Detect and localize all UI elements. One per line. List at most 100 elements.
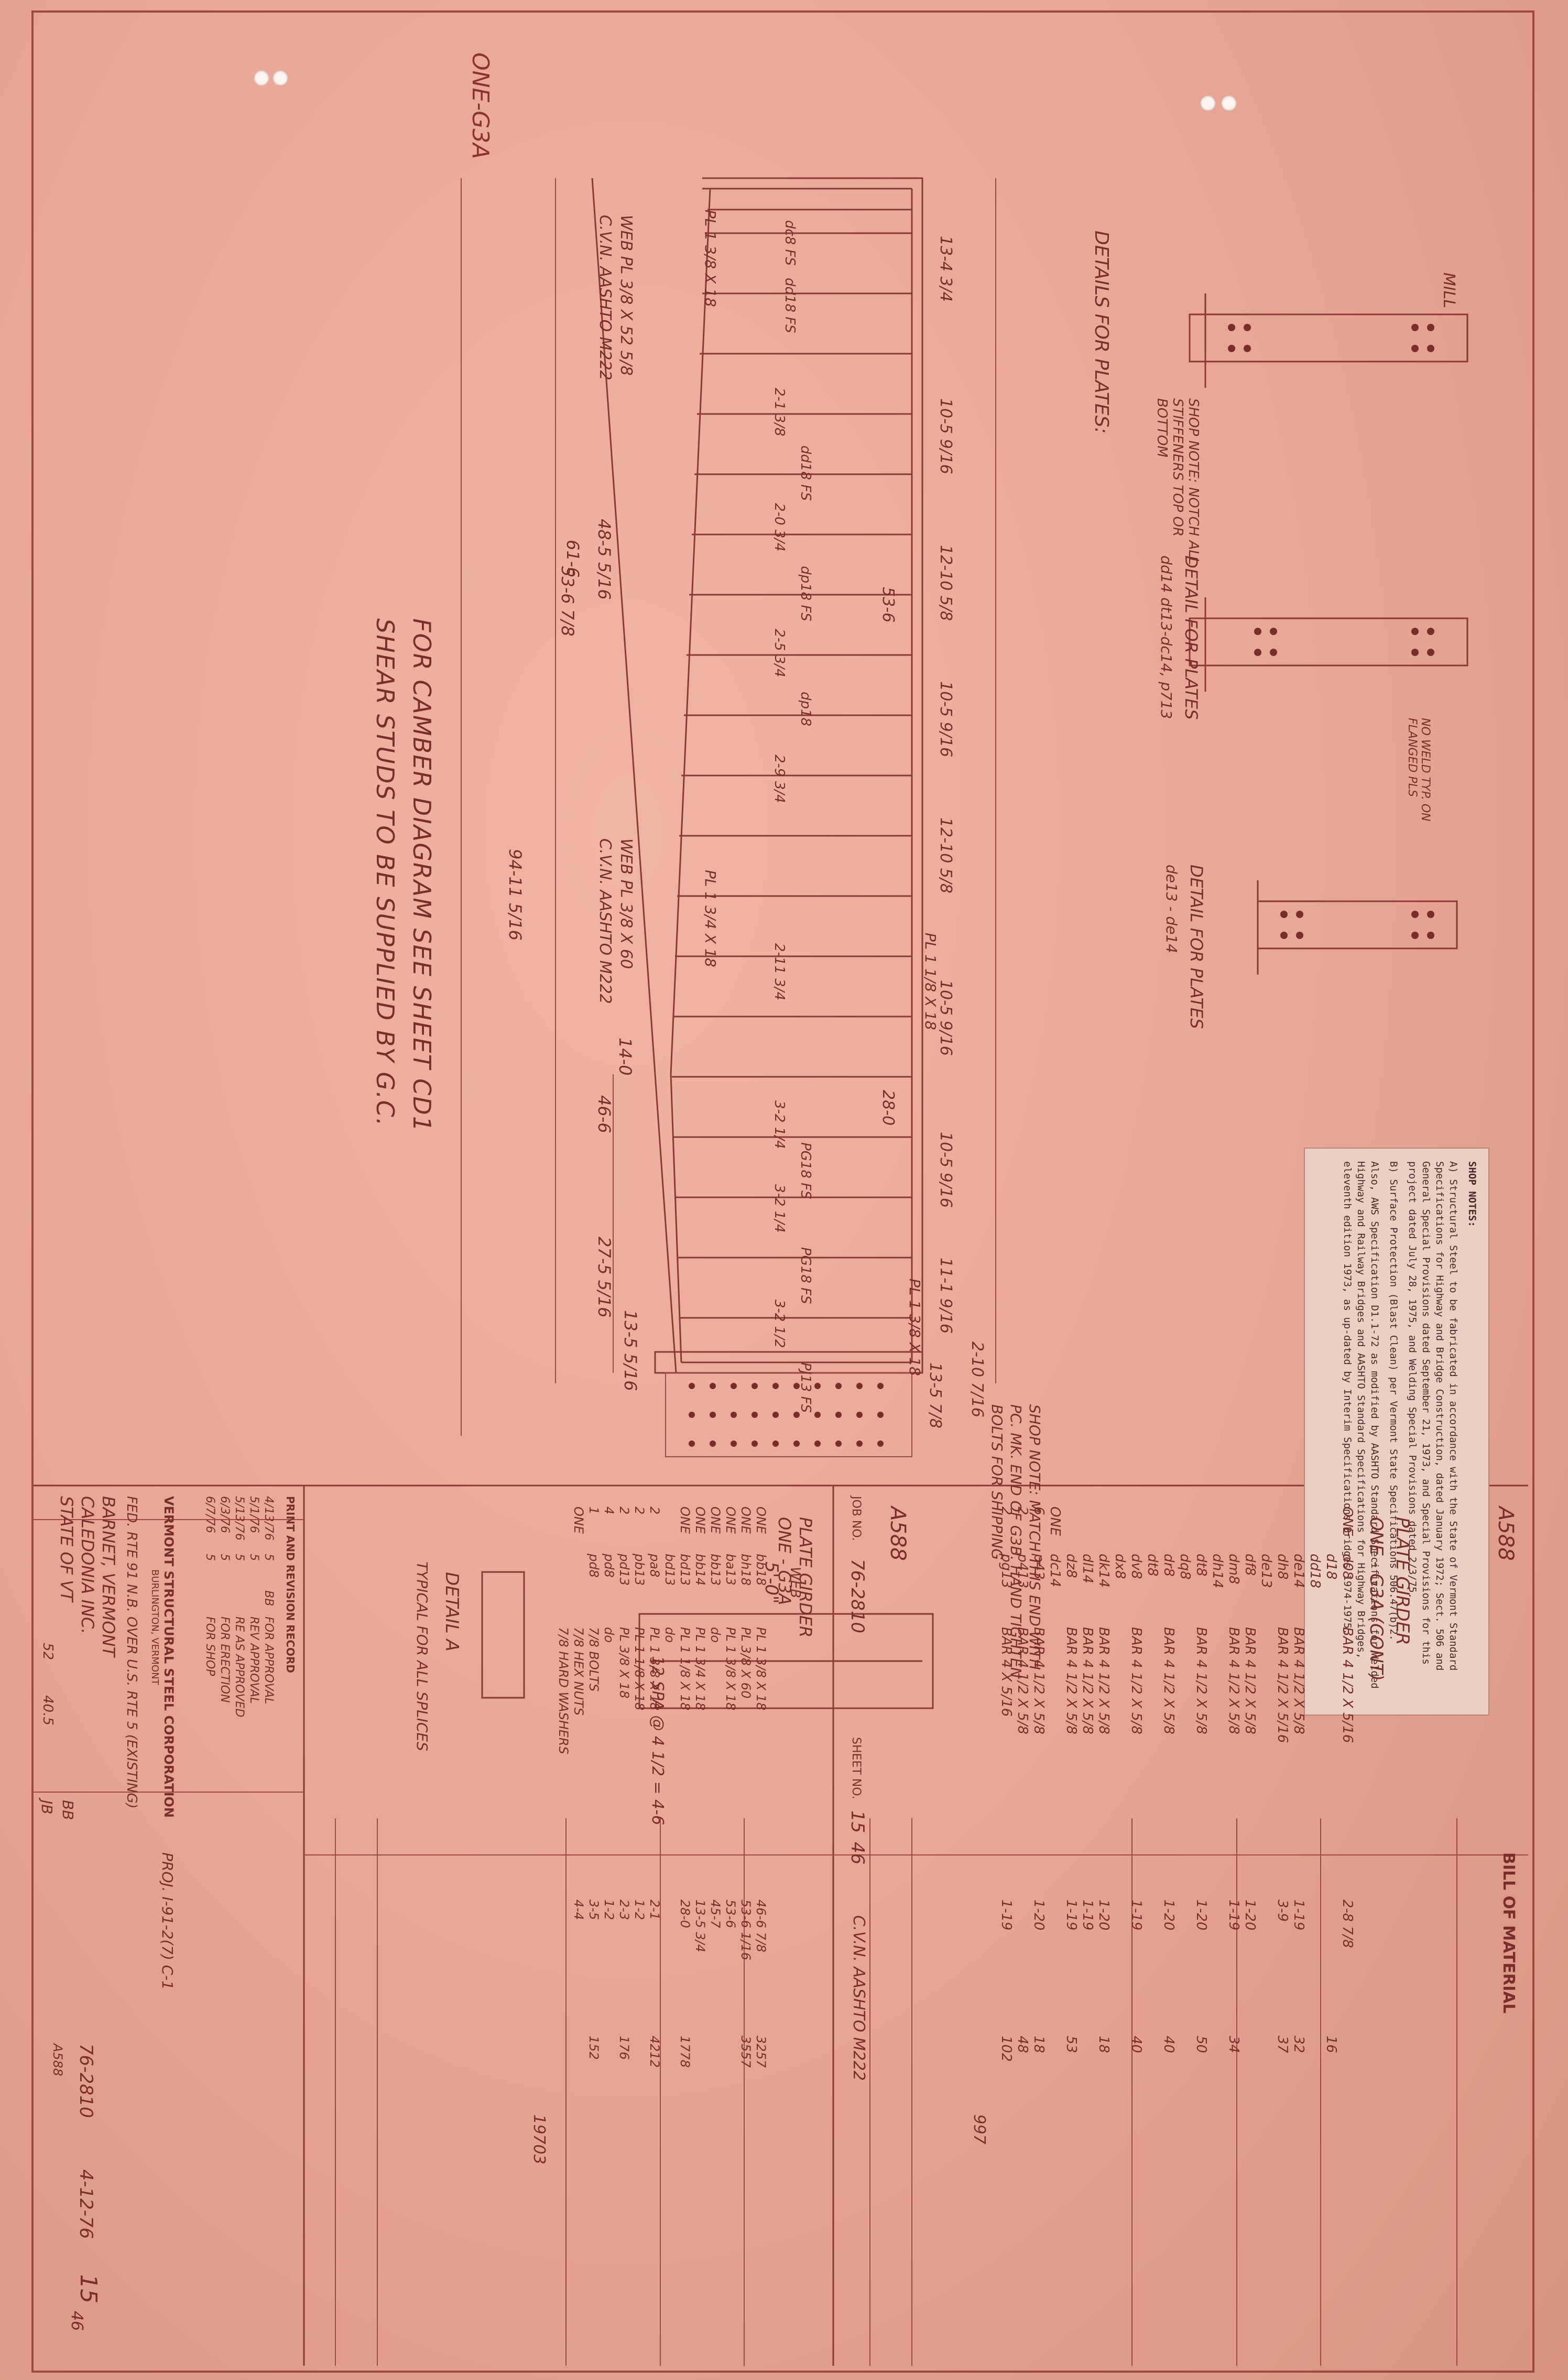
project-no: PROJ. I-91-2(7) C-1	[159, 1852, 176, 1990]
weight-cell: 40	[1128, 2036, 1144, 2054]
pieces-cell	[1128, 1506, 1144, 1554]
web-plate-1b: C.V.N. AASHTO M222	[596, 215, 614, 380]
rev-no	[246, 1575, 261, 1590]
description-cell: PL 3/8 X 18	[617, 1627, 631, 1699]
footer-rotated: 76-2810 4-12-76 15 46 A588	[34, 2033, 107, 2358]
description-cell: 7/8 BOLTS	[586, 1627, 601, 1692]
mark-cell: dv8	[1128, 1554, 1144, 1579]
mark-cell: pd8	[586, 1554, 601, 1578]
weight-cell	[1209, 2036, 1225, 2141]
mark-cell: dl14	[1080, 1554, 1095, 1584]
pieces-cell: ONE	[1047, 1506, 1063, 1536]
web-plate-2: WEB PL 3/8 X 60	[617, 838, 635, 969]
bom-cvn-note: C.V.N. AASHTO M222	[850, 1915, 868, 2081]
flange-plate-4: PL 1 3/8 X 18	[906, 1279, 923, 1376]
description-cell: BAR 4 1/2 X 5/8	[1063, 1627, 1079, 1734]
weight-cell: 1778	[678, 2036, 692, 2068]
location: BARNET, VERMONT	[99, 1496, 118, 1657]
description-cell	[1177, 1627, 1193, 1899]
pieces-cell	[556, 1506, 571, 1554]
weight-cell	[1047, 2036, 1063, 2141]
pieces-cell	[1112, 1506, 1128, 1554]
dim-bottom-4: 27-5 5/16	[594, 1237, 614, 1318]
shop-note-notch: SHOP NOTE: NOTCH ALL STIFFENERS TOP OR B…	[1154, 398, 1201, 565]
dim-bottom-1: 48-5 5/16	[594, 519, 614, 600]
description-cell: BAR 4 1/2 X 5/16	[1340, 1627, 1355, 1743]
description-cell: BAR 4 1/2 X 5/8	[1080, 1627, 1095, 1734]
stiffener-label: dp18	[798, 692, 813, 727]
length-cell: 28-0	[678, 1899, 692, 1928]
web-plate-2b: C.V.N. AASHTO M222	[596, 838, 614, 1004]
length-cell: 1-2	[632, 1899, 647, 1920]
bom-spec: A588	[1494, 1506, 1518, 1561]
footer-sheet-no: 15	[75, 2274, 102, 2303]
hours-drawn: 52	[40, 1643, 56, 1661]
mill-label: MILL	[1440, 272, 1458, 309]
sheet-border	[31, 10, 1534, 2373]
weight-cell: 176	[617, 2036, 631, 2060]
pieces-cell: ONE	[708, 1506, 723, 1534]
bom-lower-total: 19703	[530, 2114, 548, 2165]
rev-no	[261, 1575, 276, 1590]
description-cell: PL 1 1/8 X 18	[678, 1627, 692, 1711]
dim-bottom-6: 13-5 5/16	[620, 1310, 640, 1391]
punch-hole-left-2	[273, 70, 288, 86]
length-cell: 2-3	[617, 1899, 631, 1920]
dim-top-5: 12-10 5/8	[937, 817, 955, 893]
plate-details	[1189, 293, 1468, 975]
footer-date: 4-12-76	[75, 2169, 96, 2239]
description-cell: PL 1 3/8 X 18	[754, 1627, 768, 1711]
weight-cell	[1177, 2036, 1193, 2141]
dim-bottom-2: 61-6	[563, 540, 583, 578]
company-name: VERMONT STRUCTURAL STEEL CORPORATION	[161, 1496, 176, 1818]
pieces-cell: 2	[998, 1506, 1014, 1515]
detail-plates-2: DETAIL FOR PLATES	[1181, 555, 1201, 720]
mark-cell: p413	[1015, 1554, 1030, 1589]
mark-cell: ba13	[723, 1554, 738, 1586]
length-cell: 1-20	[1096, 1899, 1112, 1931]
pieces-cell: ONE	[723, 1506, 738, 1534]
bom-row: 7/8 HARD WASHERS	[556, 1506, 571, 2240]
mark-cell: pa8	[647, 1554, 662, 1578]
pieces-cell	[1290, 1506, 1306, 1554]
weight-cell	[723, 2036, 738, 2141]
rev-date: 5/13/76	[233, 1496, 246, 1541]
length-cell: 45-7	[708, 1899, 723, 1928]
bom-second-spec: A588	[886, 1506, 910, 1561]
mark-cell: dc14	[1047, 1554, 1063, 1587]
weight-cell: 50	[1193, 2036, 1209, 2054]
mark-cell: pg13	[998, 1554, 1014, 1589]
company-city: BURLINGTON, VERMONT	[149, 1569, 160, 1685]
mark-cell: dd18	[1307, 1554, 1323, 1589]
description-cell: PL 1 3/8 X 18	[723, 1627, 738, 1711]
pieces-cell	[1306, 1506, 1323, 1554]
splice-detail-sketch	[481, 1571, 934, 1709]
description-cell: PL 1 3/4 X 18	[693, 1627, 707, 1711]
length-cell: 1-19	[1128, 1899, 1144, 1931]
length-cell	[1323, 1899, 1339, 2036]
mark-cell: bh18	[738, 1554, 753, 1586]
description-cell: PL 3/8 X 60	[738, 1627, 753, 1699]
length-cell: 3-5	[586, 1899, 601, 1920]
rev-by	[217, 1590, 232, 1617]
weight-cell: 18	[1096, 2036, 1112, 2054]
pieces-cell	[1209, 1506, 1225, 1554]
length-cell: 3-9	[1275, 1899, 1290, 1922]
bill-of-material-region: BILL OF MATERIAL A588 PLATE GIRDER ONE -…	[34, 1486, 1528, 2366]
splice-bolt-grid	[689, 1383, 884, 1447]
stiffener-label: dd18 FS	[798, 445, 813, 501]
pieces-cell: ONE	[738, 1506, 753, 1534]
description-cell	[1047, 1627, 1063, 1899]
length-cell	[556, 1899, 571, 2036]
